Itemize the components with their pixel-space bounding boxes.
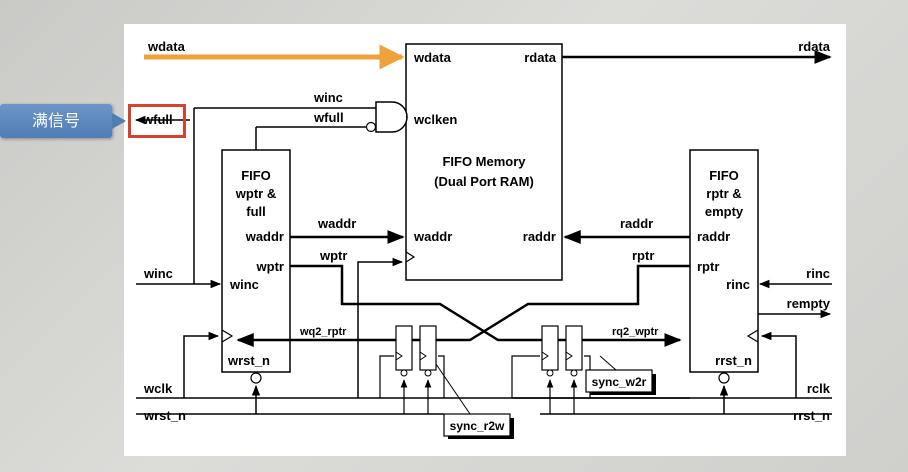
wclk-to-ram [357,257,404,398]
rptr-empty-block [689,149,759,373]
ram-block [405,43,563,281]
ram-port-wdata: wdata [413,50,452,65]
signal-wq2-rptr: wq2_rptr [299,326,347,338]
wfull-highlight-box [128,104,186,138]
ram-port-raddr: raddr [523,229,556,244]
signal-raddr: raddr [620,216,653,231]
callout-full-signal: 满信号 [0,104,112,138]
signal-wrst: wrst_n [143,408,186,423]
signal-wptr: wptr [319,248,347,263]
rptr-port-raddr: raddr [697,229,730,244]
callout-pointer-icon [112,113,126,129]
rptr-port-rrst: rrst_n [715,353,752,368]
signal-wclk: wclk [143,381,173,396]
wptr-port-winc: winc [229,277,259,292]
wptr-clock-marker [221,329,234,343]
rptr-port-rinc: rinc [726,277,750,292]
signal-wdata: wdata [147,39,186,54]
signal-rdata: rdata [798,39,831,54]
rptr-title-1: FIFO [709,168,739,183]
rclk-to-rptr [760,331,797,398]
wptr-port-wrst: wrst_n [227,353,270,368]
sync-r2w-label: sync_r2w [450,419,505,433]
signal-wfull-out: wfull [142,112,173,127]
ram-port-rdata: rdata [524,50,557,65]
ram-title-1: FIFO Memory [442,154,526,169]
rrst-bubble [718,372,730,384]
sync-r2w-ff1 [395,325,413,371]
and-gate-invert-bubble [365,121,377,133]
sync-w2r-label: sync_w2r [592,375,647,389]
signal-rptr: rptr [632,248,654,263]
sync-w2r-ff2 [565,325,583,371]
signal-wfull-top: wfull [313,110,344,125]
signal-winc-in: winc [143,266,173,281]
rptr-title-3: empty [705,204,744,219]
wclk-to-wptr [183,331,220,398]
and-gate [375,101,408,133]
wptr-cross-wire [290,264,682,347]
signal-rinc: rinc [806,266,830,281]
signal-rrst: rrst_n [793,408,830,423]
wptr-title-2: wptr & [235,186,276,201]
wptr-port-waddr: waddr [245,229,284,244]
sync-w2r-ff1 [541,325,559,371]
rptr-clock-marker [746,329,759,343]
ram-title-2: (Dual Port RAM) [434,174,534,189]
wptr-port-wptr: wptr [256,259,284,274]
wptr-title-3: full [246,204,266,219]
signal-rclk: rclk [807,381,831,396]
signal-winc-top: winc [313,90,343,105]
sync-r2w-ff2 [419,325,437,371]
signal-rempty: rempty [787,296,831,311]
wptr-title-1: FIFO [241,168,271,183]
wrst-bubble [250,372,262,384]
rptr-title-2: rptr & [706,186,741,201]
ram-clock-marker [405,251,416,263]
signal-waddr: waddr [317,216,356,231]
rptr-port-rptr: rptr [697,259,719,274]
ram-port-wclken: wclken [413,112,457,127]
ram-port-waddr: waddr [413,229,452,244]
signal-rq2-wptr: rq2_wptr [612,326,659,338]
